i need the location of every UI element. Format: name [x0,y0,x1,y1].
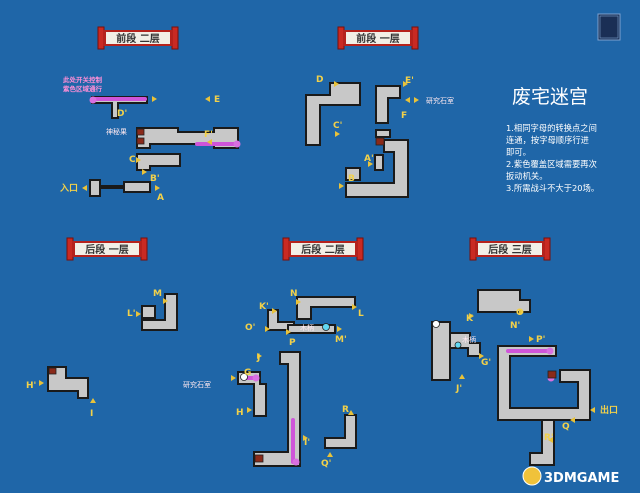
svg-text:后段 三层: 后段 三层 [488,243,531,256]
svg-text:G: G [244,368,251,378]
svg-text:后段 一层: 后段 一层 [85,243,128,256]
svg-text:N': N' [510,321,520,331]
svg-text:L': L' [127,309,136,319]
watermark: 3DMGAME [522,466,619,486]
svg-text:前段 一层: 前段 一层 [356,32,399,45]
map-back-2f: N K' L O' P M' J G H R I' Q' 木柄 研究石室 [183,289,364,469]
svg-text:D': D' [117,109,127,119]
svg-text:R: R [342,405,349,415]
svg-text:O': O' [245,323,255,333]
banner-back-1f: 后段 一层 [66,237,148,261]
map-title: 废宅迷宫 [512,86,588,108]
svg-text:M: M [153,289,162,299]
treasure-chest-icon [136,128,145,145]
treasure-chest-icon [254,454,264,463]
svg-text:H: H [236,408,244,418]
svg-text:L: L [358,309,364,319]
svg-text:A: A [157,193,164,203]
svg-text:K: K [466,314,474,324]
svg-text:此处开关控制: 此处开关控制 [63,75,103,84]
svg-text:P: P [289,338,296,348]
svg-text:Q: Q [562,422,570,432]
svg-text:后段 二层: 后段 二层 [301,243,344,256]
svg-text:3.所需战斗不大于20场。: 3.所需战斗不大于20场。 [506,183,599,193]
svg-text:A': A' [364,154,374,164]
svg-text:H': H' [26,381,36,391]
svg-text:C: C [129,155,136,165]
svg-text:紫色区域通行: 紫色区域通行 [63,84,103,93]
svg-text:B: B [348,174,355,184]
treasure-chest-icon [547,370,557,379]
svg-text:木柄: 木柄 [462,335,476,344]
svg-text:J': J' [455,384,462,394]
banner-back-3f: 后段 三层 [469,237,551,261]
svg-text:研究石室: 研究石室 [426,96,454,105]
svg-text:连通，按字母顺序行进: 连通，按字母顺序行进 [506,135,589,145]
svg-text:O: O [516,308,524,318]
notes: 1.相同字母的转换点之间 连通，按字母顺序行进 即可。 2.紫色覆盖区域需要再次… [506,123,599,193]
map-front-2f: D' E F' C B' A 此处开关控制 紫色区域通行 神秘果 入口 [59,75,241,203]
map-back-1f: M L' H' I [26,289,178,419]
seal-logo [597,13,621,41]
svg-text:R': R' [544,433,554,443]
svg-text:N: N [290,289,298,299]
svg-text:2.紫色覆盖区域需要再次: 2.紫色覆盖区域需要再次 [506,159,597,169]
svg-text:C': C' [333,121,342,131]
treasure-chest-icon [375,137,385,146]
svg-text:研究石室: 研究石室 [183,380,211,389]
svg-text:木柄: 木柄 [300,323,314,332]
map-front-1f: D E' F C' A' B 研究石室 [305,75,454,198]
svg-text:I': I' [304,438,310,448]
svg-text:前段 二层: 前段 二层 [116,32,159,45]
svg-text:3DMGAME: 3DMGAME [544,471,619,486]
svg-text:F: F [401,111,407,121]
svg-text:J: J [256,353,260,363]
treasure-chest-icon [48,367,57,375]
svg-text:1.相同字母的转换点之间: 1.相同字母的转换点之间 [506,123,597,133]
svg-text:E': E' [405,76,414,86]
svg-text:入口: 入口 [59,183,78,194]
banner-front-2f: 前段 二层 [97,26,179,50]
svg-text:B': B' [150,174,160,184]
svg-text:即可。: 即可。 [506,147,531,157]
svg-text:E: E [214,95,220,105]
svg-text:扳动机关。: 扳动机关。 [506,171,548,181]
svg-text:D: D [316,75,323,85]
svg-text:G': G' [481,358,491,368]
lever-icon [240,323,330,381]
svg-text:Q': Q' [321,459,331,469]
svg-text:出口: 出口 [600,404,618,416]
svg-text:M': M' [335,335,347,345]
svg-text:I: I [90,409,93,419]
banner-front-1f: 前段 一层 [337,26,419,50]
svg-text:P': P' [536,335,545,345]
map-back-3f: K O N' P' G' J' Q R' 木柄 出口 [431,289,618,466]
svg-text:F': F' [204,130,213,140]
svg-text:K': K' [259,302,269,312]
svg-text:神秘果: 神秘果 [106,127,127,136]
banner-back-2f: 后段 二层 [282,237,364,261]
lever-icon [432,320,462,349]
